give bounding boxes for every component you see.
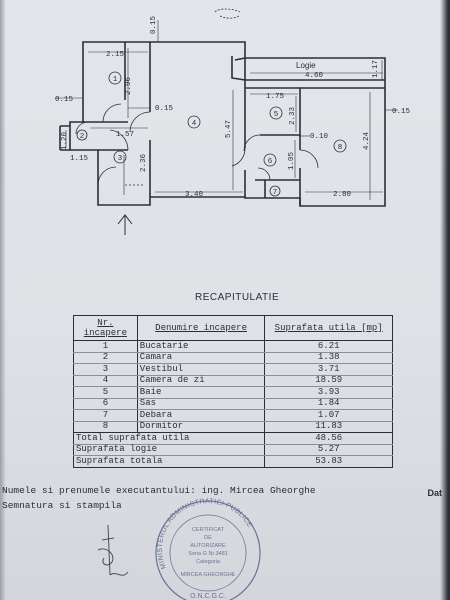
stamp-line-1: CERTIFICAT: [192, 527, 225, 533]
row-area: 1.84: [264, 398, 393, 410]
room-number-3: 3: [118, 155, 123, 163]
dim-1-15: 1.15: [70, 155, 89, 163]
dim-2-36: 2.36: [140, 153, 148, 172]
executant-name: Numele si prenumele executantului: ing. …: [2, 485, 316, 496]
row-area: 3.93: [264, 386, 393, 399]
room-number-7: 7: [273, 189, 278, 197]
date-label: Dat: [427, 488, 442, 498]
dim-2-15: 2.15: [106, 51, 125, 59]
table-row: 4 Camera de zi 18.59: [73, 375, 393, 387]
official-stamp: MINISTERUL ADMINISTRATIEI PUBLICE CERTIF…: [155, 498, 261, 600]
margin-mark: [214, 8, 241, 19]
row-nr: 1: [73, 340, 138, 353]
row-area: 11.83: [264, 421, 393, 433]
dim-0-15-left: 0.15: [55, 96, 74, 104]
stamp-line-4: Seria G Nr.3481: [188, 551, 227, 557]
entrance-arrow-icon: [117, 214, 133, 235]
table-row: 5 Baie 3.93: [73, 386, 393, 399]
dim-1-17: 1.17: [372, 60, 380, 78]
room-number-8: 8: [338, 144, 343, 152]
stamp-line-6: MIRCEA GHEORGHE: [181, 572, 236, 578]
total-label: Suprafata totala: [72, 455, 266, 468]
row-name: Debara: [136, 409, 266, 422]
table-row: 7 Debara 1.07: [73, 409, 393, 422]
row-nr: 3: [73, 363, 138, 376]
dim-1-75: 1.75: [266, 93, 285, 101]
header-name: Denumire incapere: [136, 315, 266, 341]
stamp-line-5: Categoria: [196, 559, 221, 565]
dim-1-57: 1.57: [116, 131, 134, 139]
recap-table: Nr. incapere Denumire incapere Suprafata…: [72, 315, 393, 468]
total-label: Suprafata logie: [72, 444, 266, 456]
dim-2-33: 2.33: [289, 106, 297, 125]
row-name: Sas: [136, 398, 266, 410]
total-value: 53.83: [264, 455, 393, 468]
table-row: 2 Camara 1.38: [73, 352, 393, 364]
stamp-line-2: DE: [204, 535, 212, 541]
page-right-edge: [440, 0, 450, 600]
row-nr: 4: [73, 375, 138, 387]
stamp-line-3: AUTORIZARE: [190, 543, 226, 549]
table-row: 3 Vestibul 3.71: [73, 363, 393, 376]
signature-caption: Semnatura si stampila: [2, 500, 122, 511]
row-nr: 5: [73, 386, 138, 399]
dim-0-15-right: 0.15: [392, 108, 411, 116]
total-row: Suprafata totala 53.83: [72, 455, 393, 468]
dim-0-10: 0.10: [310, 133, 329, 141]
row-area: 3.71: [264, 363, 393, 376]
dim-1-20: 1.20: [61, 131, 69, 150]
row-area: 18.59: [264, 375, 393, 387]
total-row: Suprafata logie 5.27: [72, 444, 393, 456]
row-nr: 8: [73, 421, 138, 433]
room-number-4: 4: [192, 120, 197, 128]
total-value: 48.56: [264, 432, 393, 445]
room-number-1: 1: [113, 76, 118, 84]
row-name: Camera de zi: [136, 375, 266, 387]
header-nr: Nr. incapere: [73, 315, 138, 341]
page-left-shadow: [0, 0, 6, 600]
total-row: Total suprafata utila 48.56: [72, 432, 393, 445]
row-name: Camara: [136, 352, 266, 364]
recap-title: RECAPITULATIE: [195, 292, 280, 303]
dim-3-40: 3.40: [185, 191, 204, 199]
total-value: 5.27: [264, 444, 393, 456]
dim-2-96: 2.96: [125, 76, 133, 95]
row-area: 1.07: [264, 409, 393, 422]
row-nr: 7: [73, 409, 138, 422]
dim-0-15-mid: 0.15: [155, 105, 174, 113]
row-name: Bucatarie: [136, 340, 266, 353]
dim-0-15-top: 0.15: [150, 15, 158, 34]
dim-2-80: 2.80: [333, 191, 352, 199]
recap-header-row: Nr. incapere Denumire incapere Suprafata…: [73, 315, 393, 341]
dim-1-05: 1.05: [288, 151, 296, 170]
row-nr: 6: [73, 398, 138, 410]
row-name: Vestibul: [136, 363, 266, 376]
room-number-6: 6: [268, 158, 273, 166]
loggia-label: Logie: [296, 61, 316, 70]
table-row: 6 Sas 1.84: [73, 398, 393, 410]
dim-4-24: 4.24: [363, 131, 371, 150]
room-number-2: 2: [80, 133, 85, 141]
dim-5-47: 5.47: [225, 120, 233, 138]
row-nr: 2: [73, 352, 138, 364]
row-name: Baie: [136, 386, 266, 399]
table-row: 8 Dormitor 11.83: [73, 421, 393, 433]
room-number-5: 5: [274, 111, 279, 119]
signature-mark: [97, 524, 129, 576]
dim-4-60: 4.60: [305, 72, 324, 80]
table-row: 1 Bucatarie 6.21: [73, 340, 393, 353]
row-area: 1.38: [264, 352, 393, 364]
stamp-bottom-text: O.N.C.G.C.: [190, 593, 226, 600]
row-name: Dormitor: [136, 421, 266, 433]
header-area: Suprafata utila [mp]: [264, 315, 393, 341]
floor-plan: 2.15 0.15 2.96 0.15 0.15 5.47 1.57 1.20 …: [55, 8, 411, 235]
total-label: Total suprafata utila: [72, 432, 266, 445]
row-area: 6.21: [264, 340, 393, 353]
